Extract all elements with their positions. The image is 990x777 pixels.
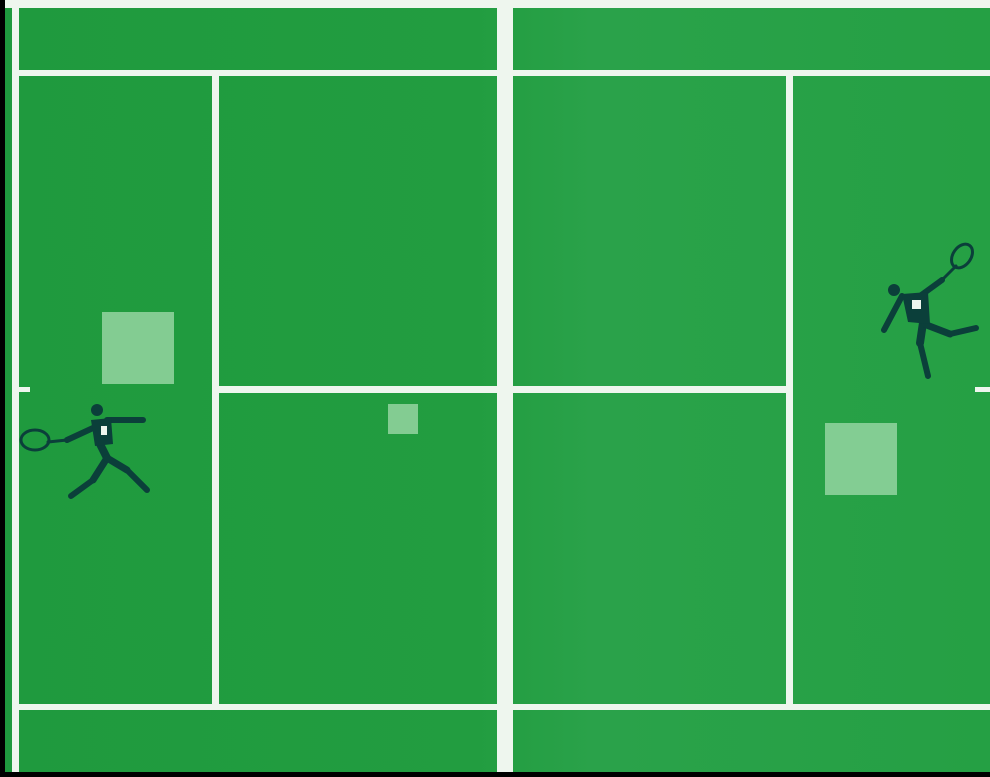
tennis-player-overhead-icon <box>872 238 990 383</box>
center-service-line <box>212 386 793 393</box>
target-marker-right <box>825 423 897 495</box>
tennis-player-forehand-icon <box>15 398 160 508</box>
left-center-mark <box>12 387 30 392</box>
target-marker-left <box>102 312 174 384</box>
right-center-mark <box>975 387 990 392</box>
target-marker-center <box>388 404 418 434</box>
left-baseline <box>12 0 19 772</box>
